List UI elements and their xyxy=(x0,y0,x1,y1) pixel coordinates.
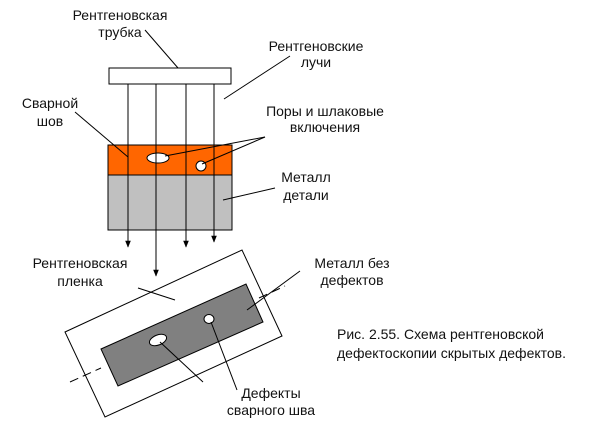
leader-tube xyxy=(144,29,179,69)
film-defect-1 xyxy=(148,333,168,347)
xray-tube xyxy=(108,67,232,85)
leader-metal xyxy=(222,187,276,201)
part-metal xyxy=(107,174,233,231)
pore-defect-1 xyxy=(146,152,170,164)
leader-film-defect-1 xyxy=(159,341,204,383)
leader-film xyxy=(137,287,176,301)
leader-rays xyxy=(223,55,291,100)
leader-film-defect-2 xyxy=(210,321,238,391)
leader-weld xyxy=(74,111,129,158)
leader-pore-2 xyxy=(201,136,266,165)
leader-no-defects xyxy=(246,270,301,311)
leader-lines xyxy=(74,29,301,391)
film-defect-2 xyxy=(203,314,215,324)
leader-pore-1 xyxy=(164,136,266,157)
weld-seam xyxy=(107,144,233,176)
film-image xyxy=(100,283,264,387)
xray-beams xyxy=(125,84,217,277)
film-axis-left xyxy=(69,367,102,383)
